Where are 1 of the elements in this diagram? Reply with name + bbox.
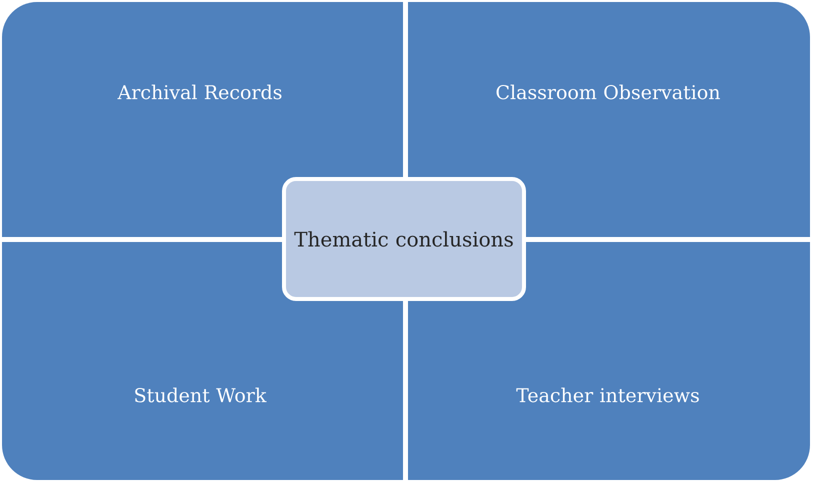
center-box: Thematic conclusions — [282, 177, 526, 301]
